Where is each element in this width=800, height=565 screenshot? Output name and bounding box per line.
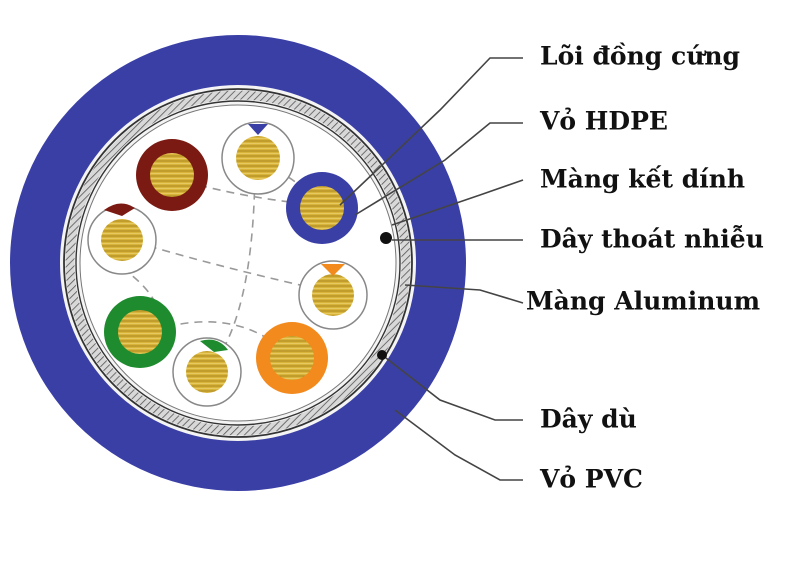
conductor-blue [286, 172, 358, 244]
leader-hdpe-insulation [354, 122, 523, 216]
label-hdpe-insulation: Vỏ HDPE [539, 107, 668, 136]
leader-solid-copper-core [339, 57, 523, 206]
braid-ring [65, 90, 411, 436]
leader-binder-film [391, 179, 524, 226]
conductor-white-green [172, 337, 242, 407]
label-ripcord: Dây dù [540, 405, 637, 434]
leader-pvc-jacket [394, 409, 523, 481]
leader-ripcord [385, 357, 523, 421]
binder-film-ring [75, 100, 401, 426]
conductor-orange [256, 322, 328, 394]
conductor-white-blue [221, 121, 295, 195]
leader-aluminum-foil [404, 284, 524, 304]
conductor-white-brown [87, 203, 157, 275]
label-solid-copper-core: Lõi đồng cứng [540, 42, 740, 71]
label-drain-wire: Dây thoát nhiễu [540, 225, 764, 254]
label-pvc-jacket: Vỏ PVC [539, 465, 643, 494]
drain-wire-dot [380, 232, 392, 244]
conductor-green [104, 296, 176, 368]
label-aluminum-foil: Màng Aluminum [526, 287, 760, 316]
label-panel [520, 0, 800, 565]
conductor-brown [136, 139, 208, 211]
aluminum-foil-ring [63, 88, 413, 438]
label-binder-film: Màng kết dính [540, 165, 745, 194]
ripcord-dot [377, 350, 387, 360]
leader-lines [339, 57, 524, 481]
conductor-white-orange [298, 260, 368, 330]
